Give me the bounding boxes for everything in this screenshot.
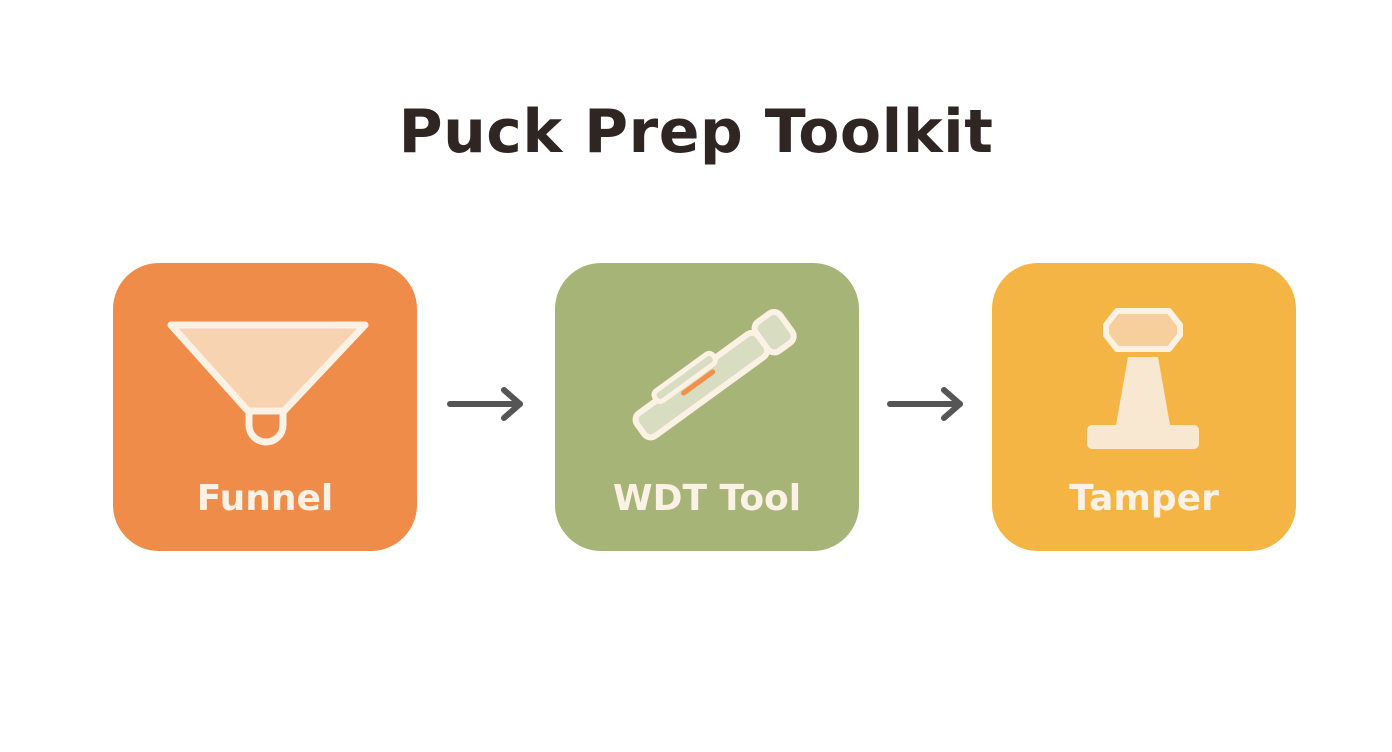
wdt-tool-card: WDT Tool [555, 263, 859, 551]
arrow-right-icon [447, 387, 523, 421]
tamper-card: Tamper [992, 263, 1296, 551]
funnel-card: Funnel [113, 263, 417, 551]
tamper-label: Tamper [1069, 478, 1219, 519]
funnel-label: Funnel [196, 478, 334, 519]
diagram-title: Puck Prep Toolkit [398, 97, 994, 167]
arrow-right-icon [887, 387, 963, 421]
funnel-icon [167, 321, 369, 446]
wdt-tool-icon [632, 309, 797, 441]
tamper-icon [1087, 308, 1199, 449]
wdt-tool-label: WDT Tool [612, 478, 802, 519]
